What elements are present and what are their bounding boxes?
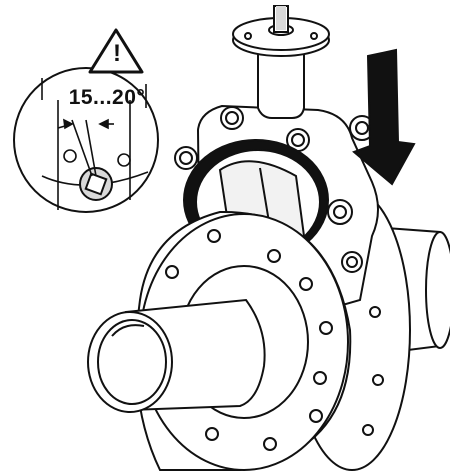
bolt-hole [207,229,221,243]
detail-magnifier [13,67,159,213]
valve-neck [232,5,330,119]
angle-indicator [57,118,114,177]
bolt-hole [313,371,327,385]
front-pipe [87,298,266,413]
bolt-hole [309,409,323,423]
warning-exclamation: ! [113,40,121,67]
warning-triangle-icon [88,28,144,74]
flange-bolt-holes [165,229,333,451]
bolt-hole [205,427,219,441]
bolt-hole [165,265,179,279]
angle-range-label: 15...20° [68,86,146,109]
square-stem-detail [79,167,113,201]
bolt-hole [267,249,281,263]
bolt-hole [263,437,277,451]
bolt-hole [319,321,333,335]
down-arrow-icon [352,48,416,186]
bolt-hole [299,277,313,291]
